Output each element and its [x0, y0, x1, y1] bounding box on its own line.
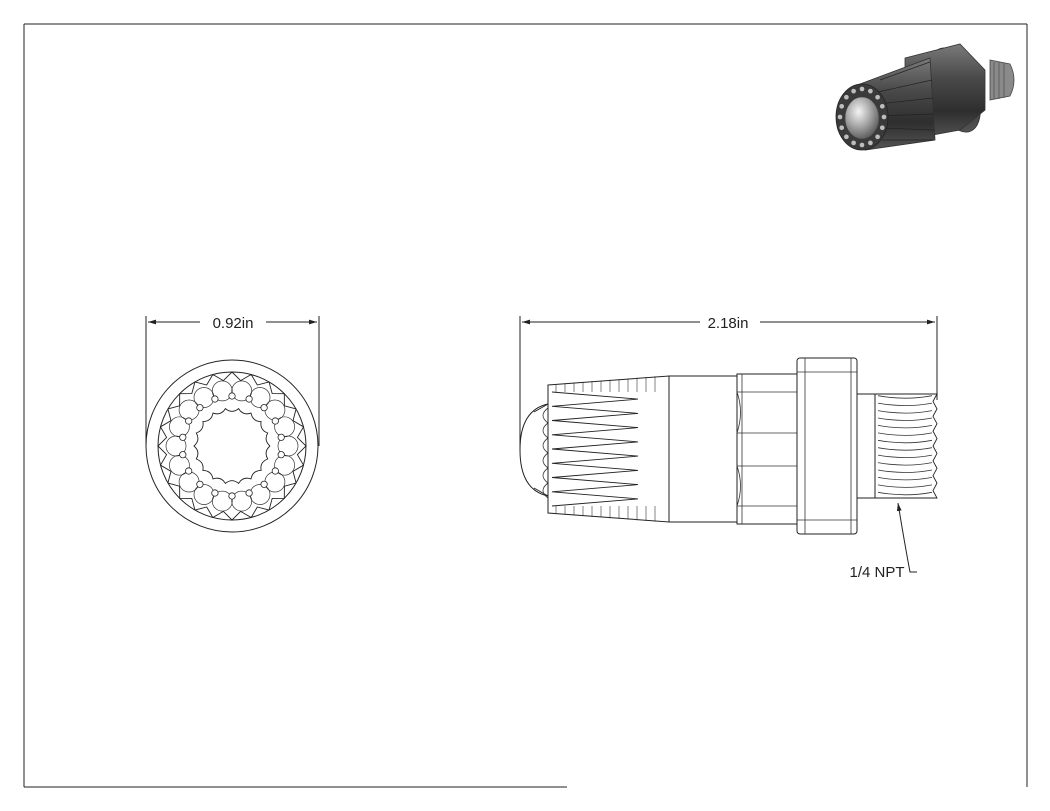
preview-bead	[874, 94, 881, 101]
scallop-arc	[231, 380, 253, 402]
preview-bead	[874, 133, 881, 140]
preview-bead	[867, 140, 874, 146]
cap-scallop	[542, 422, 549, 439]
scallop-arc	[249, 387, 271, 408]
thread-crest	[877, 439, 933, 444]
side-length-dimension: 2.18in	[519, 315, 938, 450]
sleeve-knurl	[551, 376, 656, 522]
thread-crest	[877, 462, 933, 466]
thread-callout: 1/4 NPT	[849, 502, 917, 581]
thread-crest	[877, 417, 933, 421]
bead	[211, 489, 219, 497]
npt-threads	[875, 393, 938, 499]
scallop-arc	[231, 490, 253, 512]
front-inner-bore	[193, 407, 271, 485]
bead	[196, 404, 204, 412]
preview-bead	[881, 114, 887, 120]
cap-scallop	[542, 467, 549, 484]
side-view	[519, 357, 938, 535]
knurl-star-outline	[157, 371, 307, 521]
bead	[196, 480, 204, 488]
cap-scallop	[542, 482, 549, 499]
bead	[277, 433, 285, 441]
bead	[271, 417, 279, 425]
preview-bead	[843, 94, 850, 101]
cap-scallop	[542, 437, 549, 454]
bead	[271, 467, 279, 475]
thread-crest	[877, 395, 933, 399]
bead	[179, 433, 187, 441]
preview-bead	[850, 140, 857, 146]
bead	[185, 467, 193, 475]
bead	[245, 489, 253, 497]
side-length-label: 2.18in	[708, 315, 749, 332]
scallop-arc	[211, 380, 233, 402]
scallop-arc	[264, 471, 286, 493]
front-bead-ring	[179, 392, 285, 500]
thread-crest	[877, 425, 933, 429]
inner-bore-outline	[193, 407, 271, 485]
scallop-arc	[193, 484, 215, 505]
thread-crest	[877, 491, 933, 496]
thread-crest	[877, 410, 933, 414]
thread-crest	[877, 432, 933, 436]
bead	[185, 417, 193, 425]
cap-scallop	[542, 452, 549, 469]
isometric-preview-image	[835, 43, 1015, 151]
knurl-zigzag	[551, 391, 639, 507]
preview-bead	[837, 114, 843, 120]
preview-bead	[850, 88, 857, 94]
sheet-border	[23, 23, 1028, 788]
bead	[245, 395, 253, 403]
bead	[260, 404, 268, 412]
scallop-arc	[193, 387, 215, 408]
thread-crest	[877, 477, 933, 481]
front-view	[145, 359, 319, 533]
preview-bead	[859, 86, 865, 92]
bead	[179, 451, 187, 459]
thread-callout-label: 1/4 NPT	[849, 564, 904, 581]
preview-bead	[867, 88, 874, 94]
preview-bead	[879, 124, 886, 131]
front-diameter-label: 0.92in	[213, 315, 254, 332]
bead	[228, 492, 236, 500]
thread-crest	[877, 484, 933, 488]
scallop-arc	[178, 399, 200, 421]
scallop-arc	[249, 484, 271, 505]
preview-bead	[838, 103, 845, 110]
cap-scallop	[542, 407, 549, 424]
cap-scallops	[542, 407, 549, 499]
thread-crest	[877, 447, 933, 451]
front-diameter-dimension: 0.92in	[145, 315, 320, 446]
preview-bead	[859, 142, 865, 148]
thread-profile	[875, 393, 938, 499]
thread-crest	[877, 402, 933, 406]
bead	[277, 451, 285, 459]
preview-bead	[838, 124, 845, 131]
bead	[228, 392, 236, 400]
bead	[211, 395, 219, 403]
preview-bead	[843, 133, 850, 140]
bead	[260, 480, 268, 488]
scallop-arc	[211, 490, 233, 512]
thread-crest	[877, 469, 933, 473]
preview-bead	[879, 103, 886, 110]
thread-crest	[877, 454, 933, 458]
